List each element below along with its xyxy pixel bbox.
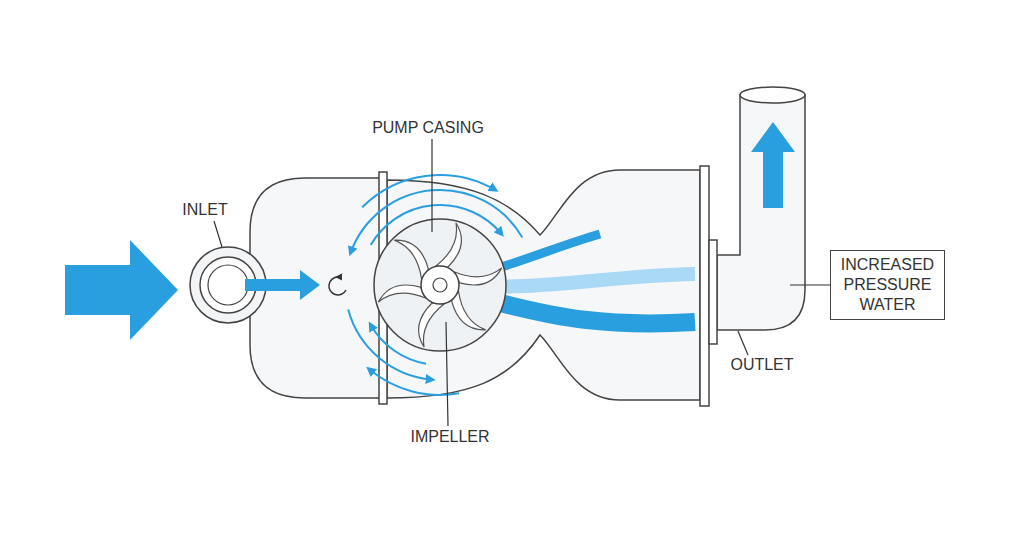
inflow-arrow [65, 240, 178, 340]
swirl-arrow [329, 277, 346, 295]
outlet-flange [700, 166, 709, 406]
circulation-arc [348, 310, 432, 380]
inlet-flow-head [300, 270, 320, 300]
callout-text: INCREASED PRESSURE WATER [831, 255, 944, 315]
callout-box: INCREASED PRESSURE WATER [830, 250, 945, 320]
impeller-blade [376, 275, 427, 319]
leader-line [790, 284, 830, 285]
outflow-arrow [751, 122, 795, 208]
circulation-arcs [348, 175, 522, 395]
circulation-arc [369, 369, 459, 395]
impeller-blade [454, 251, 505, 295]
impeller-blade [436, 223, 461, 267]
leader-line [446, 322, 448, 426]
leader-line [738, 331, 748, 355]
part-label: INLET [182, 201, 227, 219]
leader-line [214, 221, 222, 247]
impeller-hub [421, 266, 459, 304]
circulation-arc [371, 205, 502, 245]
circulation-arc [362, 175, 495, 207]
inlet-bore [208, 265, 248, 305]
impeller-blade [419, 303, 444, 347]
pipe-opening [740, 87, 805, 103]
leader-lines [214, 139, 830, 426]
circulation-arc [351, 190, 523, 253]
part-label: PUMP CASING [372, 119, 484, 137]
impeller-disc [374, 219, 506, 351]
pipe-flange [709, 240, 717, 344]
impeller-shaft [433, 278, 447, 292]
impeller-blades [376, 223, 505, 347]
inlet-flow [245, 279, 302, 291]
leader-line [431, 139, 432, 232]
part-label: IMPELLER [410, 428, 489, 446]
outlet-pipe [717, 95, 805, 330]
part-label: OUTLET [730, 356, 793, 374]
